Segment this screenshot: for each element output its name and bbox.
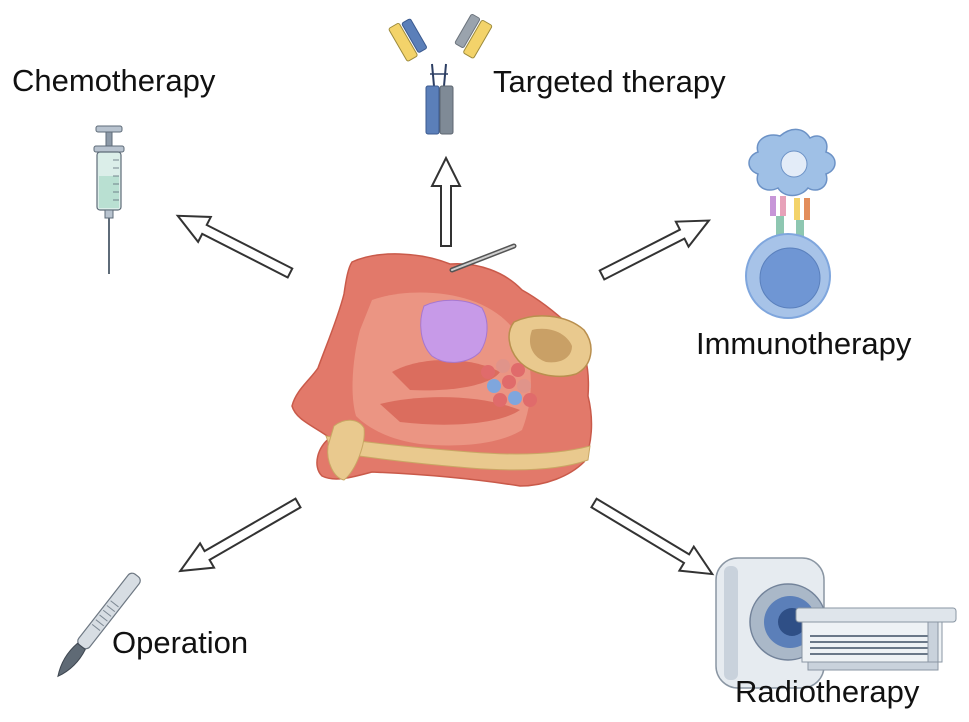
label-immunotherapy: Immunotherapy bbox=[696, 326, 912, 361]
arrow-upper-right bbox=[598, 219, 712, 281]
radiotherapy-machine-icon bbox=[715, 557, 957, 689]
label-radiotherapy: Radiotherapy bbox=[735, 674, 920, 709]
arrow-lower-left bbox=[178, 497, 302, 573]
nasal-cavity-illustration bbox=[291, 243, 593, 487]
label-operation: Operation bbox=[112, 625, 249, 660]
scalpel-icon bbox=[57, 572, 141, 678]
immune-cell-icon bbox=[745, 128, 836, 319]
syringe-icon bbox=[93, 125, 125, 274]
label-chemotherapy: Chemotherapy bbox=[12, 63, 216, 98]
antibody-icon bbox=[388, 13, 493, 135]
arrow-upper-left bbox=[175, 214, 294, 279]
label-targeted-therapy: Targeted therapy bbox=[493, 64, 726, 99]
arrow-lower-right bbox=[590, 497, 715, 576]
arrow-up bbox=[430, 155, 462, 247]
